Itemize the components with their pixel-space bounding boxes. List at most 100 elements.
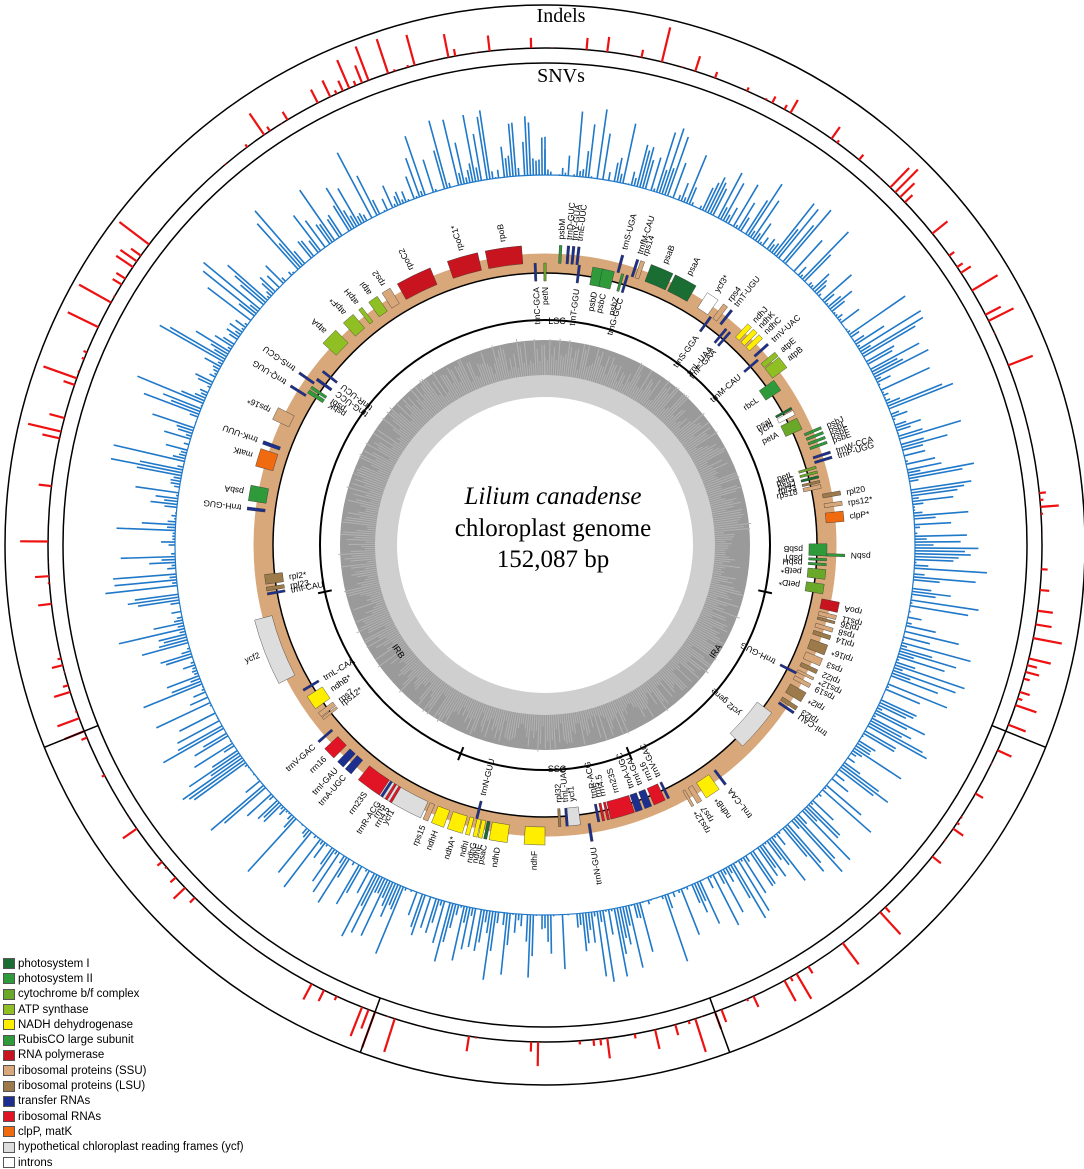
- gc-bar: [344, 556, 376, 560]
- snv-bar: [791, 820, 800, 830]
- snv-bar: [910, 480, 972, 491]
- gc-bar: [422, 400, 436, 416]
- gc-bar: [599, 355, 611, 385]
- gc-bar: [473, 703, 485, 732]
- gc-bar: [457, 366, 471, 393]
- legend-item: ribosomal proteins (LSU): [3, 1078, 303, 1093]
- snv-bar: [793, 818, 843, 873]
- gc-bar: [685, 639, 717, 661]
- gc-bar: [583, 366, 588, 380]
- snv-bar: [719, 870, 744, 913]
- region-ring: [319, 319, 771, 771]
- gc-bar: [519, 345, 525, 377]
- snv-bar: [419, 190, 424, 197]
- snv-bar: [522, 141, 526, 176]
- snv-bar: [356, 215, 363, 225]
- gc-bar: [643, 399, 650, 408]
- snv-bar: [803, 808, 818, 822]
- gc-bar: [668, 421, 677, 430]
- gc-bar: [603, 357, 615, 386]
- snv-bar: [898, 653, 915, 660]
- gc-bar: [688, 635, 712, 652]
- snv-bar: [712, 188, 728, 216]
- gc-bar: [704, 602, 725, 611]
- gc-bar: [698, 617, 728, 633]
- indel-bar: [960, 265, 972, 274]
- snv-bar: [913, 511, 923, 514]
- gc-bar: [700, 612, 713, 618]
- snv-bar: [283, 816, 295, 828]
- snv-bar: [173, 476, 182, 480]
- legend-item: RNA polymerase: [3, 1048, 303, 1063]
- snv-bar: [113, 444, 185, 463]
- snv-bar: [263, 801, 280, 819]
- snv-bar: [259, 276, 276, 293]
- indel-bar: [654, 1029, 661, 1050]
- snv-bar: [356, 870, 371, 894]
- gene-block: [712, 303, 728, 322]
- gc-bar: [692, 628, 717, 644]
- snv-bar: [871, 357, 898, 373]
- indel-bar: [1023, 677, 1031, 682]
- indel-bar: [974, 792, 984, 799]
- snv-bar: [911, 496, 919, 500]
- gc-bar: [707, 486, 743, 498]
- snv-bar: [699, 880, 721, 924]
- indel-bar: [1039, 588, 1050, 592]
- gc-bar: [364, 566, 377, 570]
- snv-bar: [226, 328, 240, 338]
- snv-bar: [375, 886, 405, 954]
- gc-bar: [707, 485, 738, 496]
- gc-bar: [613, 381, 618, 390]
- gc-bar: [712, 574, 736, 580]
- gc-bar: [556, 338, 561, 376]
- gc-bar: [398, 665, 426, 693]
- snv-bar: [165, 443, 188, 451]
- snv-bar: [268, 795, 274, 801]
- snv-bar: [831, 300, 846, 313]
- gc-bar: [601, 374, 607, 386]
- snv-bar: [110, 457, 183, 474]
- indel-bar: [899, 182, 916, 199]
- legend-swatch: [3, 1065, 15, 1077]
- gc-bar: [667, 410, 686, 428]
- snv-bar: [246, 793, 272, 817]
- gc-bar: [692, 448, 714, 461]
- region-tick: [625, 746, 633, 761]
- gc-bar: [531, 714, 534, 731]
- indel-bar: [442, 33, 450, 58]
- snv-bar: [891, 410, 908, 418]
- gene-block: [384, 783, 397, 801]
- snv-bar: [202, 732, 227, 748]
- snv-bar: [336, 152, 373, 219]
- gc-bar: [528, 365, 531, 376]
- gc-bar: [404, 404, 426, 426]
- snv-bar: [894, 664, 965, 690]
- snv-bar: [389, 885, 402, 910]
- snv-bar: [909, 604, 969, 617]
- gene-label: trnY-GUA: [569, 204, 582, 241]
- gene-block: [812, 630, 832, 640]
- snv-bar: [172, 454, 186, 460]
- snv-bar: [897, 655, 945, 673]
- snv-bar: [476, 116, 488, 180]
- gene-block: [824, 510, 845, 524]
- snv-bar: [880, 366, 930, 391]
- gc-bar: [400, 649, 412, 660]
- gc-bar: [571, 350, 577, 378]
- region-ticks: [317, 589, 773, 761]
- snv-bar: [887, 383, 943, 407]
- snv-bar: [332, 205, 350, 232]
- gc-bar: [642, 683, 658, 705]
- gene-label: rps2: [370, 269, 387, 289]
- snv-bar: [913, 576, 976, 584]
- genome-size: 152,087 bp: [497, 546, 610, 573]
- gene-block: [808, 562, 827, 567]
- gene-block: [823, 500, 843, 508]
- snv-bar: [576, 111, 584, 177]
- gc-bar: [713, 564, 741, 569]
- gc-bar: [706, 596, 739, 608]
- snvs-outer-ring: [62, 62, 1028, 1028]
- gene-label: clpP*: [849, 509, 870, 521]
- indel-bar: [1035, 623, 1052, 629]
